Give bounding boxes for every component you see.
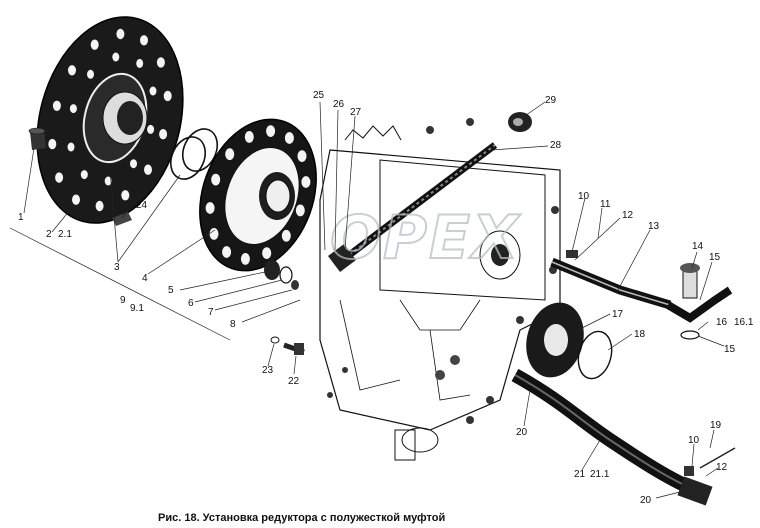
clamps-part-10-12 — [566, 250, 736, 476]
disc-bolt-hole — [72, 194, 80, 205]
disc-bolt-hole — [95, 200, 104, 212]
watermark: OPEX — [330, 203, 521, 273]
flange-bolt-hole — [225, 148, 235, 161]
flange-bolt-hole — [209, 228, 219, 240]
bolts-part-22-23 — [270, 336, 305, 355]
flange-bolt-hole — [284, 132, 294, 144]
flange-bolt-hole — [244, 131, 254, 143]
flange-bolt-hole — [295, 204, 305, 217]
disc-bolt-hole — [104, 176, 112, 186]
disc-bolt-hole — [149, 86, 157, 96]
disc-bolt-hole — [144, 164, 152, 175]
callout-12-upper: 12 — [622, 210, 634, 221]
flange-bolt-hole — [281, 229, 291, 242]
disc-bolt-hole — [67, 142, 75, 152]
bolt-part-1 — [28, 127, 46, 150]
callout-29: 29 — [545, 95, 557, 106]
callout-17: 17 — [612, 309, 624, 320]
callout-3: 3 — [114, 262, 120, 273]
disc-bolt-hole — [147, 124, 155, 134]
callout-26: 26 — [333, 99, 345, 110]
callout-10-upper: 10 — [578, 191, 590, 202]
callout-11: 11 — [600, 199, 611, 210]
callout-9-1: 9.1 — [130, 303, 144, 314]
disc-bolt-hole — [90, 39, 99, 50]
flange-bolt-hole — [205, 202, 215, 214]
flange-bolt-hole — [297, 150, 307, 163]
callout-22: 22 — [288, 376, 300, 387]
gearbox-housing — [319, 118, 561, 461]
flange-bolt-hole — [301, 176, 311, 188]
disc-bolt-hole — [87, 69, 94, 79]
coupling-disc — [36, 16, 184, 224]
callout-28: 28 — [550, 140, 562, 151]
flange-bolt-hole — [266, 125, 276, 137]
figure-caption: Рис. 18. Установка редуктора с полужестк… — [158, 512, 445, 524]
bolt-part-24 — [112, 212, 132, 226]
callout-24: 24 — [136, 200, 148, 211]
disc-bolt-hole — [69, 104, 77, 114]
callout-15-upper: 15 — [709, 252, 721, 263]
callout-12-lower: 12 — [716, 462, 728, 473]
callout-16: 16 — [716, 317, 728, 328]
disc-bolt-hole — [116, 28, 125, 40]
flange-bolt-hole — [240, 253, 250, 265]
callout-15-lower: 15 — [724, 344, 736, 355]
disc-bolt-hole — [112, 52, 120, 62]
callout-9: 9 — [120, 295, 126, 306]
callout-27: 27 — [350, 107, 362, 118]
callout-7: 7 — [208, 307, 214, 318]
callout-10-lower: 10 — [688, 435, 700, 446]
drive-shaft — [327, 142, 498, 273]
disc-bolt-hole — [55, 172, 64, 183]
disc-bolt-hole — [52, 100, 61, 112]
callout-21: 21 — [574, 469, 586, 480]
outlet-flange — [526, 302, 613, 380]
callout-16-1: 16.1 — [734, 317, 754, 328]
callout-4: 4 — [142, 273, 148, 284]
disc-bolt-hole — [159, 129, 168, 140]
disc-bolt-hole — [140, 35, 148, 46]
callout-2: 2 — [46, 229, 52, 240]
callout-5: 5 — [168, 285, 174, 296]
disc-bolt-hole — [48, 138, 57, 150]
callout-19: 19 — [710, 420, 722, 431]
callout-14: 14 — [692, 241, 704, 252]
flange-bolt-hole — [211, 173, 221, 186]
callout-labels: 1 2 2.1 3 4 5 6 7 8 9 9.1 10 10 11 12 12… — [18, 90, 754, 506]
disc-bolt-hole — [136, 58, 144, 68]
disc-bolt-hole — [80, 170, 88, 180]
hose-part-21 — [511, 368, 713, 506]
fittings-part-14-16 — [665, 263, 733, 340]
callout-13: 13 — [648, 221, 660, 232]
callout-23: 23 — [262, 365, 274, 376]
disc-bolt-hole — [68, 65, 76, 76]
flange-plate — [199, 118, 317, 272]
callout-6: 6 — [188, 298, 194, 309]
callout-18: 18 — [634, 329, 646, 340]
pipe-part-13 — [550, 257, 672, 310]
callout-20-upper: 20 — [516, 427, 528, 438]
seal-parts-5-8 — [264, 260, 299, 290]
callout-20-lower: 20 — [640, 495, 652, 506]
leader-lines — [9, 101, 725, 499]
disc-bolt-hole — [163, 90, 172, 102]
callout-2-1: 2.1 — [58, 229, 72, 240]
flange-bolt-hole — [222, 246, 232, 258]
disc-bolt-hole — [156, 57, 165, 68]
callout-21-1: 21.1 — [590, 469, 610, 480]
nut-part-29 — [508, 112, 532, 132]
disc-bolt-hole — [121, 190, 130, 201]
callout-25: 25 — [313, 90, 325, 101]
callout-8: 8 — [230, 319, 236, 330]
callout-1: 1 — [18, 212, 24, 223]
flange-bolt-hole — [262, 247, 272, 259]
disc-bolt-hole — [130, 159, 137, 169]
o-rings-part-3 — [169, 128, 219, 180]
